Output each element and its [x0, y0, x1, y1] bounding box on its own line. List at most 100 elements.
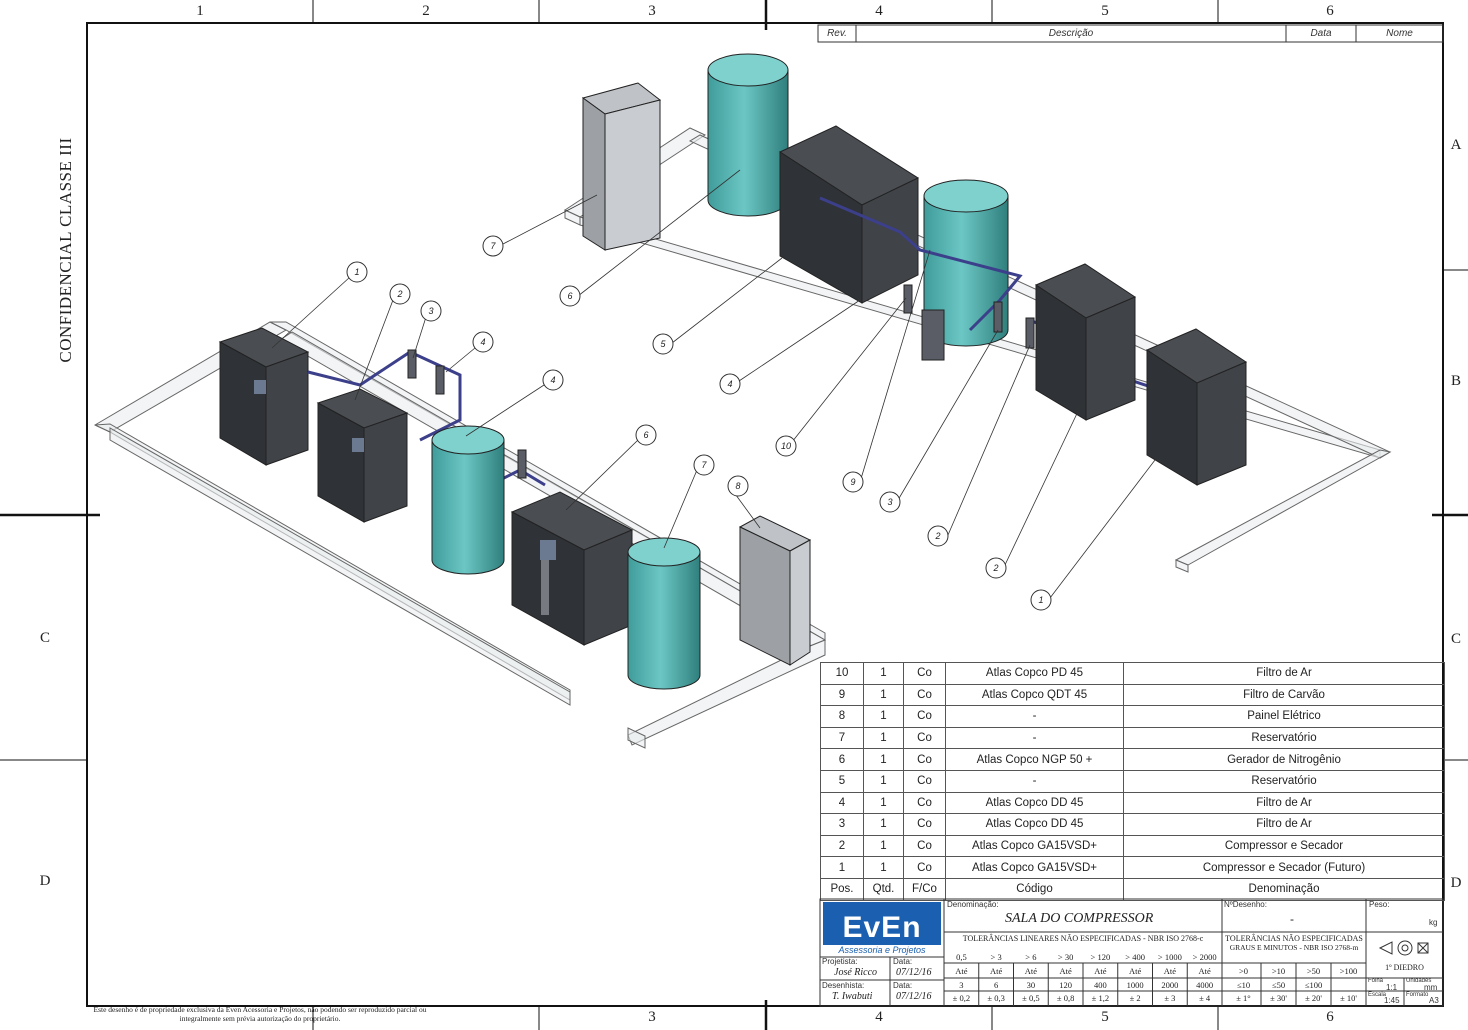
tol-angular-cell: >50 — [1306, 966, 1321, 976]
tol-linear-cell: ± 0,5 — [1022, 993, 1040, 1003]
formato-label: Formato — [1406, 992, 1429, 998]
tol-linear-cell: Até — [1059, 966, 1072, 976]
projetista-label: Projetista: — [822, 957, 858, 966]
zone-col-4-bottom: 4 — [875, 1009, 883, 1025]
logo-subtitle: Assessoria e Projetos — [823, 945, 941, 955]
unidades-label: Unidades — [1406, 978, 1432, 984]
bom-cell-denominacao: Filtro de Ar — [1123, 813, 1445, 836]
zone-col-3: 3 — [648, 3, 656, 19]
right-filters — [903, 284, 1035, 361]
tol-angular-title-2: GRAUS E MINUTOS - NBR ISO 2768-m — [1229, 943, 1359, 952]
tol-linear-cell: > 6 — [1025, 952, 1037, 962]
formato-value: A3 — [1429, 996, 1439, 1005]
bom-cell-codigo: Atlas Copco GA15VSD+ — [945, 856, 1124, 879]
callout-left-2: 2 — [396, 289, 402, 299]
tol-linear-cell: 400 — [1094, 980, 1107, 990]
bom-header-denominacao: Denominação — [1123, 877, 1445, 901]
tol-linear-cell: ± 0,3 — [987, 993, 1005, 1003]
zone-row-d-right: D — [1450, 875, 1462, 891]
zone-col-6-bottom: 6 — [1326, 1009, 1334, 1025]
desenho-number: - — [1290, 912, 1294, 926]
desenhista-label: Desenhista: — [822, 981, 865, 990]
tol-linear-cell: ± 2 — [1129, 993, 1141, 1003]
callout-right-4: 4 — [727, 379, 732, 389]
tol-angular-cell: ± 10' — [1340, 993, 1357, 1003]
zone-row-c-right: C — [1450, 631, 1461, 647]
denominacao-label: Denominação: — [947, 900, 999, 909]
peso-unit: kg — [1429, 918, 1438, 927]
right-panel — [581, 82, 662, 251]
desenho-number-label: NºDesenho: — [1224, 900, 1267, 909]
tol-angular-title-1: TOLERÂNCIAS NÃO ESPECIFICADAS — [1225, 934, 1363, 943]
tol-linear-cell: > 400 — [1125, 952, 1145, 962]
tol-angular-cell: >10 — [1271, 966, 1286, 976]
zone-row-d-left: D — [39, 873, 51, 889]
tol-angular-cell: ≤10 — [1236, 980, 1251, 990]
zone-col-3-bottom: 3 — [648, 1009, 656, 1025]
zone-row-c-left: C — [39, 630, 50, 646]
callout-right-6: 6 — [567, 291, 572, 301]
tol-linear-cell: > 2000 — [1192, 952, 1217, 962]
zone-row-a-right: A — [1450, 137, 1462, 153]
right-generator — [778, 125, 920, 304]
tol-linear-cell: 6 — [994, 980, 999, 990]
bom-cell-denominacao: Gerador de Nitrogênio — [1123, 748, 1445, 771]
bom-cell-pos: 10 — [820, 662, 864, 685]
callout-left-4a: 4 — [480, 337, 485, 347]
tol-angular-cell: ± 30' — [1270, 993, 1287, 1003]
tol-angular-cell: ≤50 — [1271, 980, 1286, 990]
callout-left-3: 3 — [428, 306, 433, 316]
zone-col-5-bottom: 5 — [1101, 1009, 1109, 1025]
callout-right-2a: 2 — [934, 531, 940, 541]
tol-linear-cell: Até — [1198, 966, 1211, 976]
zone-col-2: 2 — [422, 3, 430, 19]
zone-col-5: 5 — [1101, 3, 1109, 19]
left-compressor-1 — [218, 327, 310, 466]
diedro-label: 1º DIEDRO — [1385, 963, 1424, 972]
tol-linear-cell: 1000 — [1126, 980, 1144, 990]
callout-right-1: 1 — [1038, 595, 1043, 605]
tol-linear-cell: Até — [989, 966, 1003, 976]
right-compressor-1 — [1145, 328, 1248, 486]
bom-header-qtd: Qtd. — [863, 877, 904, 901]
tol-linear-cell: 3 — [959, 980, 964, 990]
tol-linear-cell: 120 — [1059, 980, 1072, 990]
tol-linear-cell: Até — [1094, 966, 1107, 976]
unidades-value: mm — [1424, 983, 1438, 992]
tol-linear-cell: Até — [1163, 966, 1177, 976]
callout-left-6: 6 — [643, 430, 648, 440]
tol-linear-cell: > 30 — [1057, 952, 1074, 962]
rev-header-descricao: Descrição — [1048, 28, 1094, 39]
callout-right-9: 9 — [850, 477, 855, 487]
tol-angular-cell: ± 1° — [1236, 993, 1251, 1003]
first-angle-symbol — [1378, 940, 1429, 956]
callout-left-8: 8 — [735, 481, 740, 491]
bom-cell-denominacao: Reservatório — [1123, 726, 1445, 750]
peso-label: Peso: — [1369, 900, 1390, 909]
tol-linear-cell: > 120 — [1090, 952, 1111, 962]
data-label-1: Data: — [893, 957, 913, 966]
bom-cell-codigo: Atlas Copco NGP 50 + — [945, 748, 1124, 771]
left-compressor-2 — [316, 388, 409, 523]
rev-header-rev: Rev. — [827, 28, 847, 39]
bom-cell-codigo: Atlas Copco QDT 45 — [945, 683, 1124, 707]
bom-cell-fco: Co — [903, 662, 946, 685]
data-value-2: 07/12/16 — [896, 991, 932, 1002]
zone-col-1: 1 — [196, 3, 204, 19]
tol-angular-cell: ≤100 — [1304, 980, 1323, 990]
callout-right-7: 7 — [490, 241, 496, 251]
desenhista-value: T. Iwabuti — [832, 991, 873, 1002]
drawing-title: SALA DO COMPRESSOR — [1005, 911, 1154, 926]
right-tank-2 — [923, 179, 1009, 347]
tol-linear-cell: 0,5 — [956, 952, 967, 962]
tol-angular-cell: ± 20' — [1305, 993, 1322, 1003]
ownership-notice: Este desenho é de propriedade exclusiva … — [93, 1005, 427, 1023]
tol-linear-cell: Até — [1128, 966, 1142, 976]
bom-header-row: Pos. Qtd. F/Co Código Denominação — [820, 877, 1445, 901]
tol-linear-cell: ± 0,2 — [952, 993, 971, 1003]
